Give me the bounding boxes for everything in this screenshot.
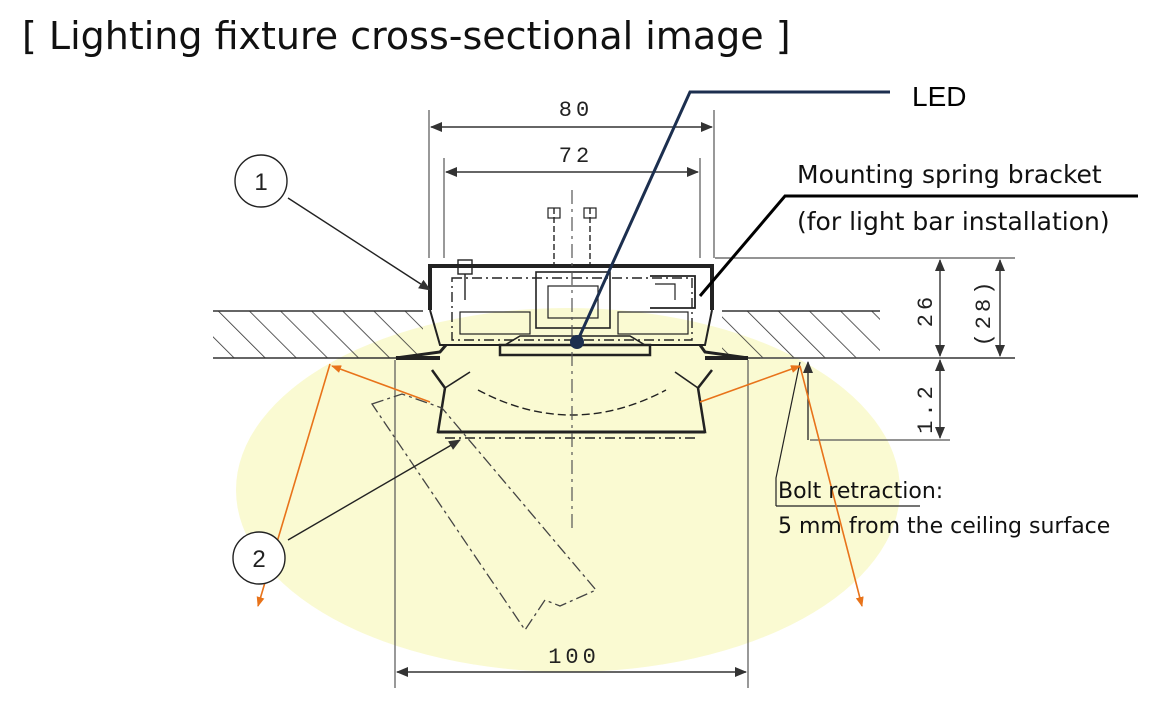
dimension-lines	[396, 122, 1005, 677]
dim-26: 26	[914, 293, 939, 327]
page-title: [ Lighting fixture cross-sectional image…	[22, 14, 791, 58]
light-glow	[236, 308, 900, 672]
bracket-label-line1: Mounting spring bracket	[797, 160, 1102, 189]
bolt-label-line2: 5 mm from the ceiling surface	[778, 514, 1110, 539]
marker-2: 2	[232, 531, 286, 585]
svg-text:1: 1	[254, 169, 267, 196]
dim-80: 80	[559, 98, 593, 123]
bracket-label-line2: (for light bar installation)	[797, 207, 1110, 236]
fixture-body	[395, 190, 749, 530]
dim-72: 72	[559, 144, 593, 169]
leader-lines	[287, 90, 1138, 541]
extension-lines	[394, 110, 1015, 688]
svg-text:2: 2	[252, 546, 265, 573]
dim-1-2: 1.2	[914, 382, 939, 434]
ceiling-left	[213, 310, 423, 359]
marker-1: 1	[234, 154, 288, 208]
tilted-lamp-outline	[370, 393, 598, 632]
dim-100: 100	[548, 645, 600, 670]
bolt-label-line1: Bolt retraction:	[778, 479, 943, 504]
dim-28: (28)	[972, 278, 997, 347]
led-label: LED	[912, 81, 966, 112]
